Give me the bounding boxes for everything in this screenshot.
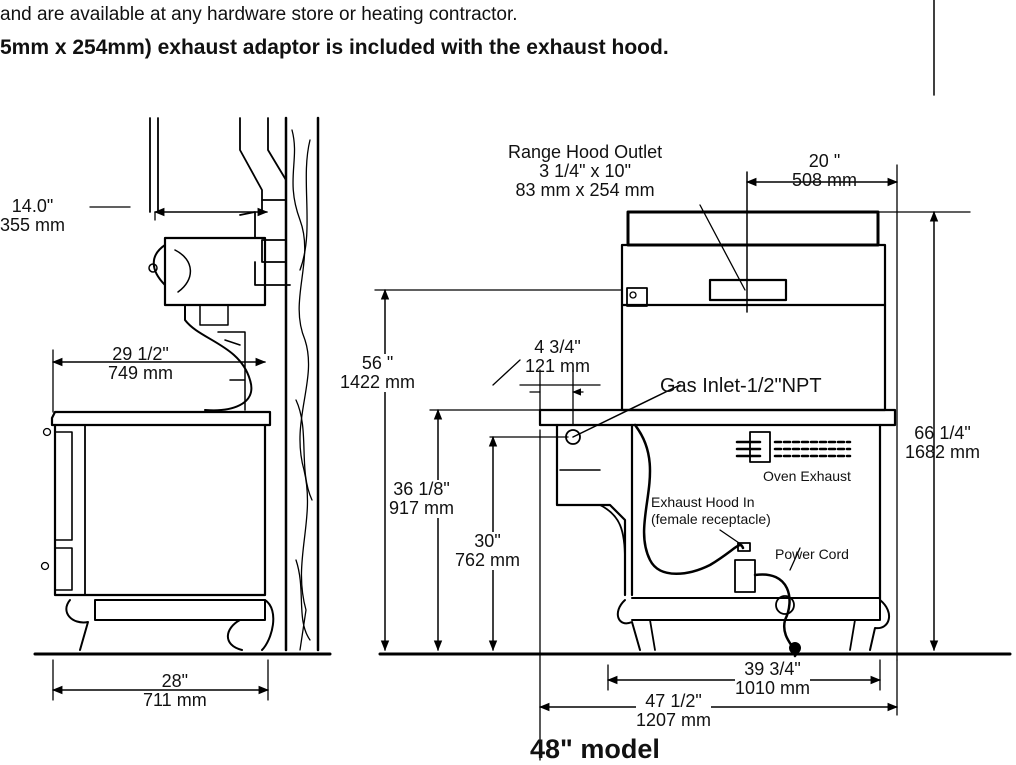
dim-gas-height-in: 30" bbox=[474, 531, 501, 551]
dim-backsplash-height-mm: 1422 mm bbox=[340, 372, 416, 392]
dim-outlet-offset: 20 " 508 mm bbox=[792, 152, 857, 190]
model-title: 48" model bbox=[530, 734, 660, 764]
dim-overall-height-in: 66 1/4" bbox=[914, 423, 971, 443]
dim-width-total-mm: 1207 mm bbox=[636, 710, 712, 730]
dim-cooktop-height-mm: 917 mm bbox=[389, 498, 455, 518]
intro-line-2: 5mm x 254mm) exhaust adaptor is included… bbox=[0, 36, 669, 59]
power-cord-label: Power Cord bbox=[775, 546, 849, 562]
front-view-drawing bbox=[374, 164, 1012, 761]
dim-width-body-in: 39 3/4" bbox=[744, 659, 801, 679]
range-hood-outlet-in: 3 1/4" x 10" bbox=[539, 161, 631, 181]
dim-gas-offset: 4 3/4" 121 mm bbox=[525, 338, 590, 376]
dim-depth-top-in: 14.0" bbox=[11, 196, 54, 216]
range-hood-outlet-title: Range Hood Outlet bbox=[508, 142, 663, 162]
dim-depth-base-in: 28" bbox=[161, 671, 189, 691]
side-view-drawing bbox=[33, 116, 332, 701]
dim-cooktop-height-in: 36 1/8" bbox=[393, 479, 450, 499]
exhaust-hood-in-note: (female receptacle) bbox=[651, 511, 771, 527]
dim-depth-mid: 29 1/2" 749 mm bbox=[108, 345, 173, 383]
dim-depth-top: 14.0" 355 mm bbox=[0, 197, 65, 235]
gas-inlet-label: Gas Inlet-1/2"NPT bbox=[660, 375, 822, 397]
dim-backsplash-height: 56 " 1422 mm bbox=[340, 353, 416, 392]
dim-backsplash-height-in: 56 " bbox=[361, 353, 394, 373]
dim-width-body-mm: 1010 mm bbox=[735, 678, 811, 698]
dim-width-body: 39 3/4" 1010 mm bbox=[735, 659, 811, 698]
dim-depth-base-mm: 711 mm bbox=[143, 690, 207, 710]
dim-width-total: 47 1/2" 1207 mm bbox=[636, 691, 712, 730]
dim-overall-height-mm: 1682 mm bbox=[905, 442, 981, 462]
dim-depth-top-mm: 355 mm bbox=[0, 215, 66, 235]
dim-depth-base: 28" 711 mm bbox=[143, 672, 207, 710]
dim-depth-mid-mm: 749 mm bbox=[108, 363, 174, 383]
dim-outlet-offset-in: 20 " bbox=[808, 151, 841, 171]
dim-width-total-in: 47 1/2" bbox=[645, 691, 702, 711]
dim-gas-height: 30" 762 mm bbox=[455, 531, 521, 570]
exhaust-hood-in-label: Exhaust Hood In (female receptacle) bbox=[651, 494, 771, 528]
dim-cooktop-height: 36 1/8" 917 mm bbox=[389, 479, 455, 518]
intro-line-1: and are available at any hardware store … bbox=[0, 4, 518, 25]
range-hood-outlet-mm: 83 mm x 254 mm bbox=[515, 180, 655, 200]
dim-overall-height: 66 1/4" 1682 mm bbox=[905, 424, 980, 462]
oven-exhaust-label: Oven Exhaust bbox=[763, 468, 851, 484]
dim-gas-offset-in: 4 3/4" bbox=[534, 337, 581, 357]
exhaust-hood-in-title: Exhaust Hood In bbox=[651, 494, 755, 510]
dim-depth-mid-in: 29 1/2" bbox=[112, 344, 169, 364]
dim-gas-offset-mm: 121 mm bbox=[525, 356, 591, 376]
dim-gas-height-mm: 762 mm bbox=[455, 550, 521, 570]
dim-outlet-offset-mm: 508 mm bbox=[792, 170, 858, 190]
range-hood-outlet-label: Range Hood Outlet 3 1/4" x 10" 83 mm x 2… bbox=[508, 143, 662, 200]
